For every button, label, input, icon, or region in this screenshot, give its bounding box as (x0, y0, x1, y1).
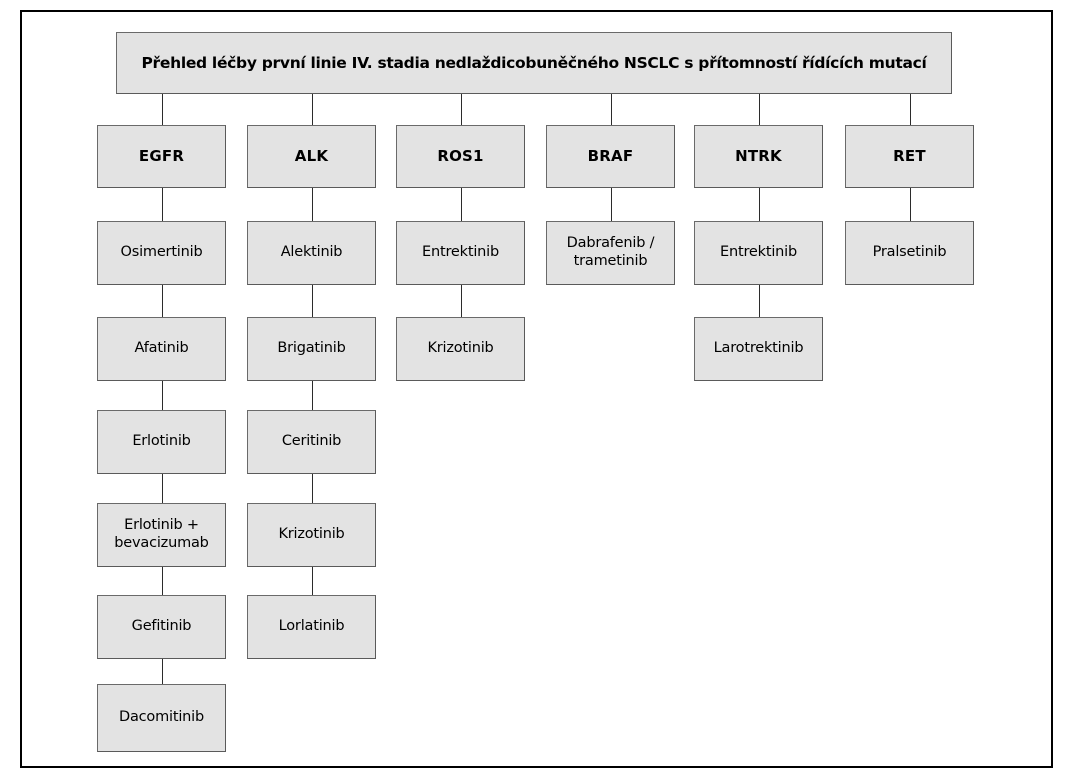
drug-node-egfr-erlotinib: Erlotinib (97, 410, 226, 474)
connector-alk-1 (311, 188, 313, 221)
drug-node-ros1-krizotinib: Krizotinib (396, 317, 525, 381)
drug-node-egfr-erlotinib-bevacizumab: Erlotinib +bevacizumab (97, 503, 226, 567)
drug-node-ntrk-entrektinib: Entrektinib (694, 221, 823, 285)
connector-egfr-5 (161, 567, 163, 595)
diagram-title: Přehled léčby první linie IV. stadia ned… (116, 32, 952, 94)
connector-title-to-ros1 (460, 94, 462, 125)
connector-title-to-braf (610, 94, 612, 125)
header-node-braf: BRAF (546, 125, 675, 188)
header-node-ros1: ROS1 (396, 125, 525, 188)
drug-node-alk-lorlatinib: Lorlatinib (247, 595, 376, 659)
connector-title-to-alk (311, 94, 313, 125)
drug-node-ret-pralsetinib: Pralsetinib (845, 221, 974, 285)
drug-node-alk-brigatinib: Brigatinib (247, 317, 376, 381)
header-node-alk: ALK (247, 125, 376, 188)
connector-braf-1 (610, 188, 612, 221)
drug-node-egfr-osimertinib: Osimertinib (97, 221, 226, 285)
drug-node-alk-alektinib: Alektinib (247, 221, 376, 285)
connector-title-to-ret (909, 94, 911, 125)
connector-title-to-egfr (161, 94, 163, 125)
connector-ros1-1 (460, 188, 462, 221)
connector-ros1-2 (460, 285, 462, 317)
connector-ntrk-1 (758, 188, 760, 221)
connector-egfr-4 (161, 474, 163, 503)
connector-alk-2 (311, 285, 313, 317)
connector-alk-5 (311, 567, 313, 595)
drug-node-alk-krizotinib: Krizotinib (247, 503, 376, 567)
drug-node-egfr-gefitinib: Gefitinib (97, 595, 226, 659)
connector-egfr-6 (161, 659, 163, 684)
header-node-ntrk: NTRK (694, 125, 823, 188)
header-node-egfr: EGFR (97, 125, 226, 188)
connector-egfr-1 (161, 188, 163, 221)
connector-ntrk-2 (758, 285, 760, 317)
drug-node-alk-ceritinib: Ceritinib (247, 410, 376, 474)
drug-node-ntrk-larotrektinib: Larotrektinib (694, 317, 823, 381)
drug-node-egfr-dacomitinib: Dacomitinib (97, 684, 226, 752)
connector-egfr-2 (161, 285, 163, 317)
header-node-ret: RET (845, 125, 974, 188)
drug-node-egfr-afatinib: Afatinib (97, 317, 226, 381)
connector-alk-4 (311, 474, 313, 503)
drug-node-ros1-entrektinib: Entrektinib (396, 221, 525, 285)
connector-ret-1 (909, 188, 911, 221)
diagram-frame: Přehled léčby první linie IV. stadia ned… (20, 10, 1053, 768)
connector-egfr-3 (161, 381, 163, 410)
connector-alk-3 (311, 381, 313, 410)
connector-title-to-ntrk (758, 94, 760, 125)
drug-node-braf-dabrafenib-trametinib: Dabrafenib /trametinib (546, 221, 675, 285)
